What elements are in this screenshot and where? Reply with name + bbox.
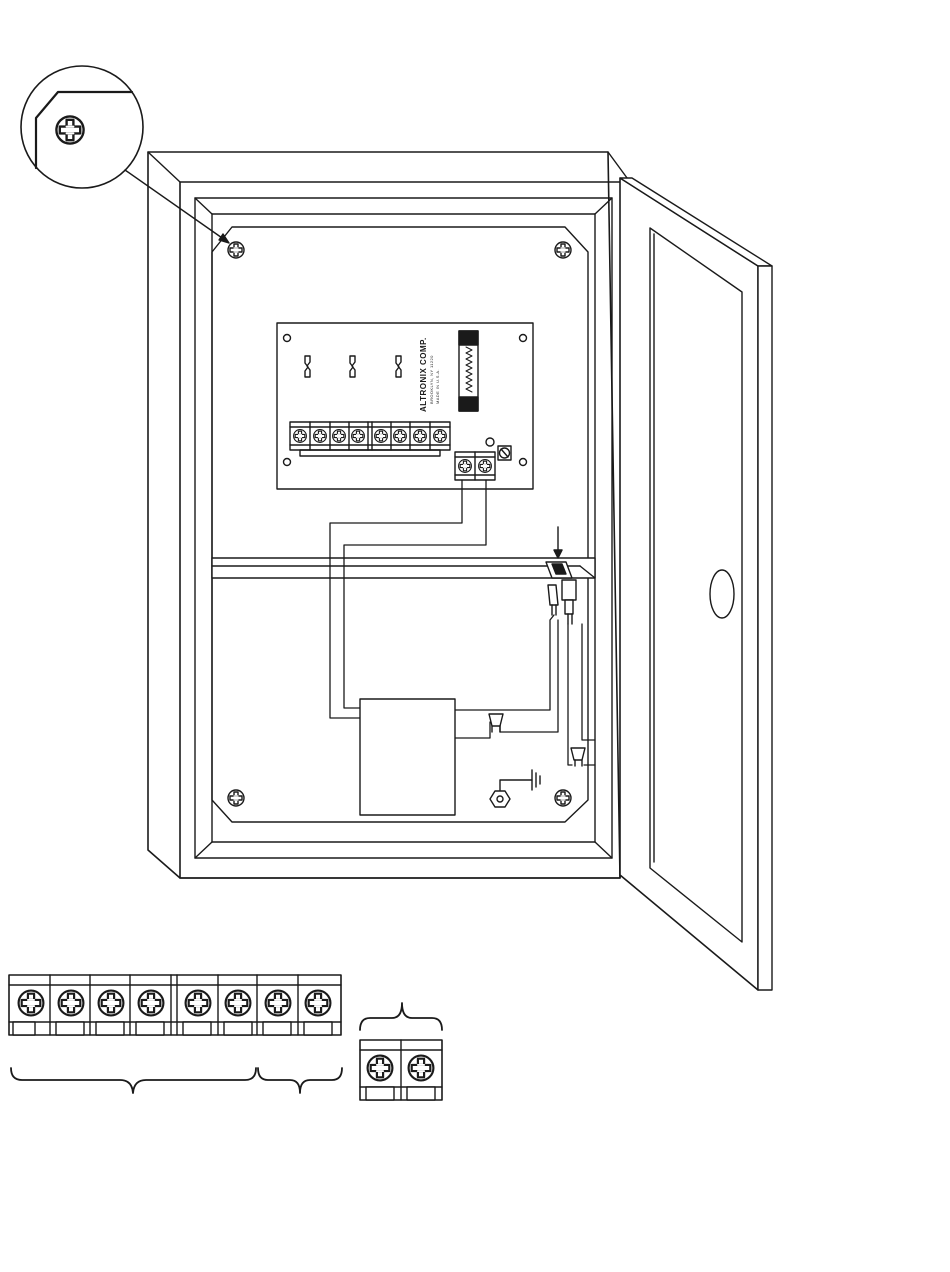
phillips-screw-icon: [409, 1056, 434, 1081]
phillips-screw-icon: [56, 116, 83, 143]
phillips-screw-icon: [306, 991, 331, 1016]
door-knob-icon: [710, 570, 734, 618]
ac-terminal-detail-large: [360, 1040, 442, 1100]
phillips-screw-icon: [459, 460, 472, 473]
phillips-screw-icon: [19, 991, 44, 1016]
curly-brace-icon: [258, 1068, 342, 1093]
phillips-screw-icon: [375, 430, 388, 443]
wire-nut-icon: [571, 748, 585, 766]
phillips-screw-icon: [139, 991, 164, 1016]
phillips-screw-icon: [368, 1056, 393, 1081]
phillips-screw-icon: [59, 991, 84, 1016]
board-brand-label: ALTRONIX COMP.: [419, 337, 428, 412]
mounting-bracket: [212, 558, 595, 578]
phillips-screw-icon: [394, 430, 407, 443]
phillips-screw-icon: [555, 790, 571, 806]
phillips-screw-icon: [99, 991, 124, 1016]
phillips-screw-icon: [294, 430, 307, 443]
power-switch: [546, 527, 576, 624]
transformer: [360, 699, 455, 815]
phillips-screw-icon: [434, 430, 447, 443]
phillips-screw-icon: [352, 430, 365, 443]
phillips-screw-icon: [479, 460, 492, 473]
detail-magnifier: [21, 66, 229, 243]
board-ac-terminal: [455, 452, 495, 480]
board-fine-print-1: BROOKLYN, NY 11220: [429, 355, 434, 404]
ground-stud: [490, 780, 532, 807]
ground-symbol-icon: [532, 770, 540, 790]
board-fine-print-2: MADE IN U.S.A.: [435, 369, 440, 404]
phillips-screw-icon: [333, 430, 346, 443]
phillips-screw-icon: [414, 430, 427, 443]
terminal-block-detail-large: [9, 975, 341, 1035]
phillips-screw-icon: [226, 991, 251, 1016]
phillips-screw-icon: [228, 242, 244, 258]
wire-nut-icon: [489, 714, 503, 732]
phillips-screw-icon: [555, 242, 571, 258]
phillips-screw-icon: [228, 790, 244, 806]
phillips-screw-icon: [186, 991, 211, 1016]
curly-brace-icon: [11, 1068, 256, 1093]
phillips-screw-icon: [314, 430, 327, 443]
phillips-screw-icon: [266, 991, 291, 1016]
enclosure-door: [620, 178, 772, 990]
curly-brace-icon: [360, 1003, 442, 1030]
arrow-down-icon: [554, 550, 562, 558]
